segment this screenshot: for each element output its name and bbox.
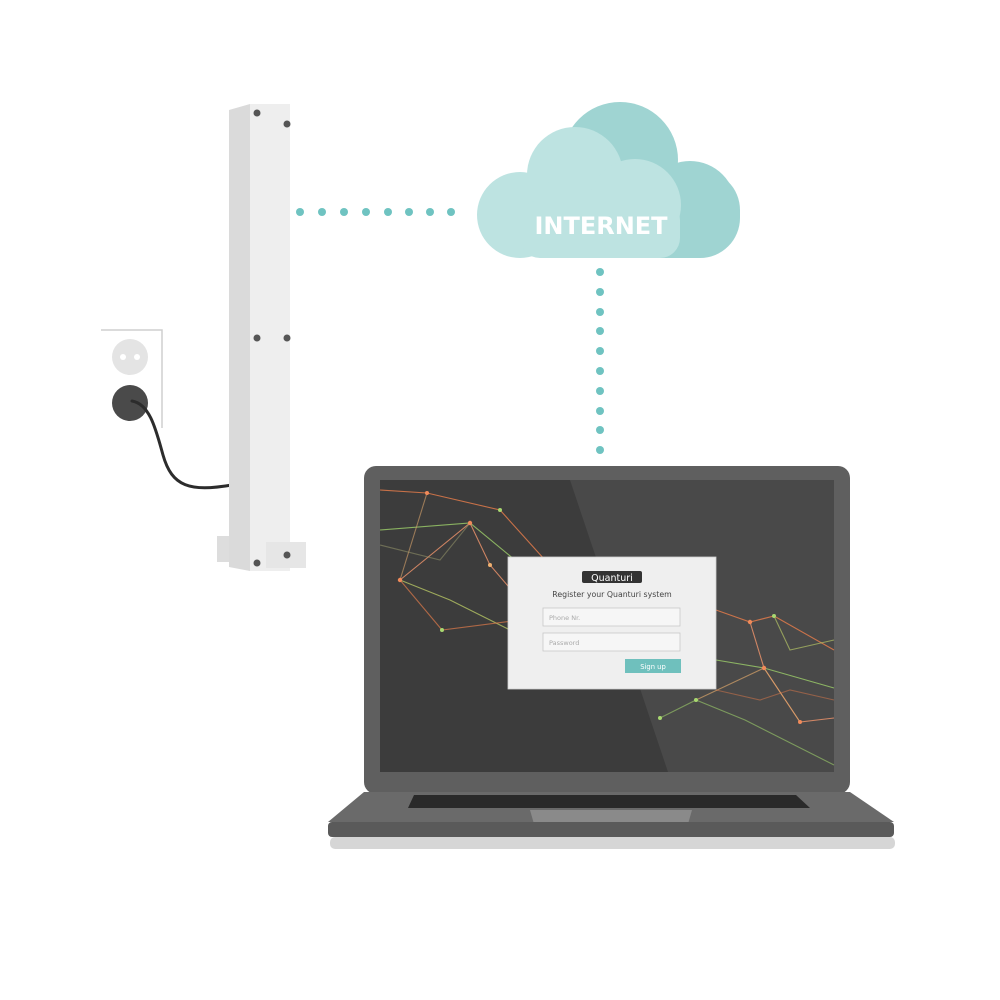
- connection-device-cloud: [296, 208, 455, 216]
- logo-text: Quanturi: [591, 573, 633, 584]
- network-wallpaper: [379, 489, 835, 766]
- quanturi-logo: Quanturi: [582, 571, 642, 584]
- password-field[interactable]: Password: [542, 632, 681, 652]
- password-placeholder: Password: [549, 639, 579, 647]
- internet-cloud: INTERNET: [477, 102, 740, 258]
- signup-label: Sign up: [640, 663, 666, 671]
- power-plug: [112, 385, 148, 421]
- dialog-title: Register your Quanturi system: [552, 590, 671, 599]
- power-cable: [130, 399, 234, 490]
- network-nodes: [397, 491, 802, 724]
- signup-button[interactable]: Sign up: [625, 659, 681, 673]
- keyboard-area: [408, 795, 810, 808]
- wall-outlet: [101, 329, 234, 490]
- phone-placeholder: Phone Nr.: [549, 614, 580, 622]
- phone-field[interactable]: Phone Nr.: [542, 607, 681, 627]
- wireless-device: [217, 104, 306, 571]
- connection-cloud-laptop: [596, 268, 604, 454]
- registration-dialog: Quanturi Register your Quanturi system P…: [507, 556, 717, 690]
- laptop: [328, 466, 895, 849]
- cloud-label: INTERNET: [534, 212, 668, 240]
